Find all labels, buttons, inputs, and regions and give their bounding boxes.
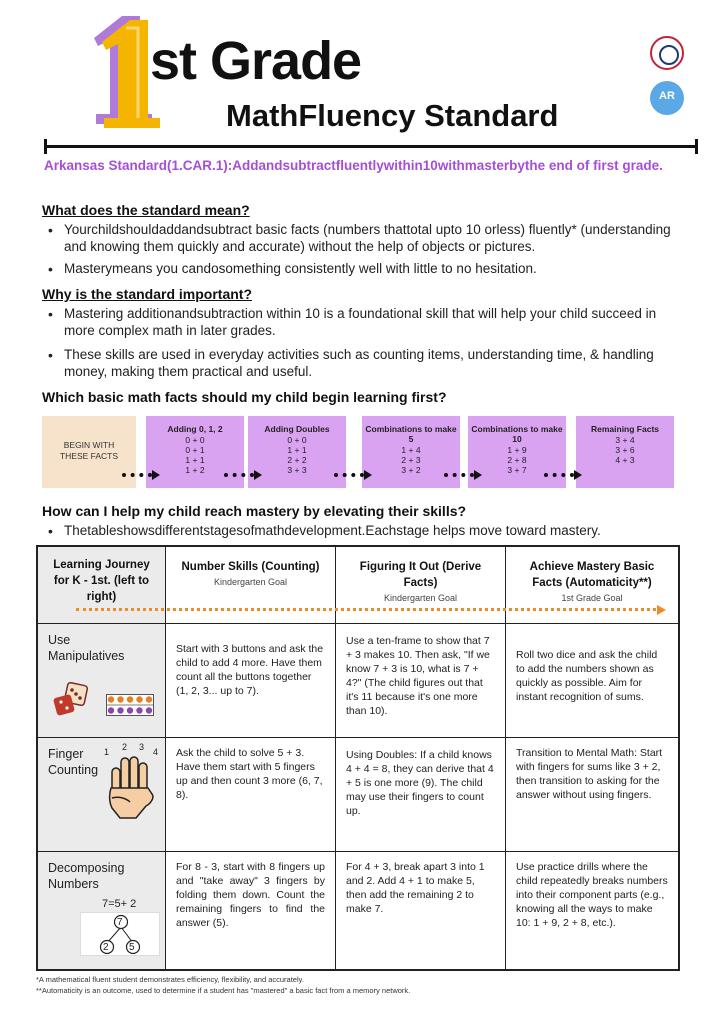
learning-journey-table: Learning Journey for K - 1st. (left to r… (36, 545, 680, 971)
heading-what: What does the standard mean? (42, 202, 250, 218)
footnote-automaticity: **Automaticity is an outcome, used to de… (36, 986, 411, 995)
cell-finger-figuring: Using Doubles: If a child knows 4 + 4 = … (336, 738, 506, 852)
ten-frame-icon (106, 694, 154, 716)
header-rule (44, 139, 698, 154)
journey-arrow-icon (76, 605, 666, 615)
cell-decomposing-mastery: Use practice drills where the child repe… (516, 861, 668, 929)
grade-number-graphic (94, 16, 160, 128)
begin-facts-box: BEGIN WITH THESE FACTS (42, 416, 136, 488)
page-subtitle: MathFluency Standard (226, 98, 559, 133)
dice-icon (53, 682, 89, 716)
seal-logo (650, 36, 684, 70)
bullet-why-2: These skills are used in everyday activi… (48, 346, 688, 380)
ar-logo: AR (650, 81, 684, 115)
table-header-figuring-it-out: Figuring It Out (Derive Facts) Kindergar… (336, 547, 506, 624)
finger-number: 1 (104, 747, 110, 757)
arrow-icon (544, 470, 584, 480)
heading-which: Which basic math facts should my child b… (42, 389, 447, 405)
row-label-manipulatives: Use Manipulatives (38, 624, 166, 738)
bullet-why-1: Mastering additionandsubtraction within … (48, 305, 688, 339)
cell-decomposing-figuring: For 4 + 3, break apart 3 into 1 and 2. A… (336, 852, 506, 969)
arrow-icon (122, 470, 162, 480)
finger-number: 2 (122, 742, 128, 752)
row-label-decomposing: Decomposing Numbers 7=5+ 2 7 2 5 (38, 852, 166, 969)
finger-number: 4 (153, 747, 159, 757)
bullet-how: Thetableshowsdifferentstagesofmathdevelo… (48, 522, 688, 540)
arrow-icon (334, 470, 374, 480)
footnote-fluent: *A mathematical fluent student demonstra… (36, 975, 304, 984)
number-bond: 7 2 5 (80, 912, 160, 956)
arrow-icon (444, 470, 484, 480)
cell-manipulatives-mastery: Roll two dice and ask the child to add t… (506, 624, 678, 738)
table-header-mastery: Achieve Mastery Basic Facts (Automaticit… (506, 547, 678, 624)
finger-number: 3 (139, 742, 145, 752)
cell-decomposing-number-skills: For 8 - 3, start with 8 fingers up and "… (166, 852, 336, 969)
bullet-what-1: Yourchildshouldaddandsubtract basic fact… (48, 221, 688, 255)
arkansas-standard: Arkansas Standard(1.CAR.1):Addandsubtrac… (44, 158, 663, 173)
table-header-journey: Learning Journey for K - 1st. (left to r… (38, 547, 166, 624)
cell-manipulatives-number-skills: Start with 3 buttons and ask the child t… (166, 624, 336, 738)
number-bond-lines (99, 914, 141, 955)
page-title: st Grade (150, 31, 362, 91)
hand-icon (108, 756, 154, 819)
cell-finger-mastery: Transition to Mental Math: Start with fi… (506, 738, 678, 852)
bullet-what-2: Masterymeans you candosomething consiste… (48, 260, 688, 278)
row-label-finger-counting: Finger Counting 1 2 3 4 (38, 738, 166, 852)
cell-finger-number-skills: Ask the child to solve 5 + 3. Have them … (166, 738, 336, 852)
cell-manipulatives-figuring: Use a ten-frame to show that 7 + 3 makes… (336, 624, 506, 738)
number-bond-equation: 7=5+ 2 (102, 898, 137, 910)
arrow-icon (224, 470, 264, 480)
heading-how: How can I help my child reach mastery by… (42, 503, 467, 519)
table-header-number-skills: Number Skills (Counting) Kindergarten Go… (166, 547, 336, 624)
heading-why: Why is the standard important? (42, 286, 253, 302)
